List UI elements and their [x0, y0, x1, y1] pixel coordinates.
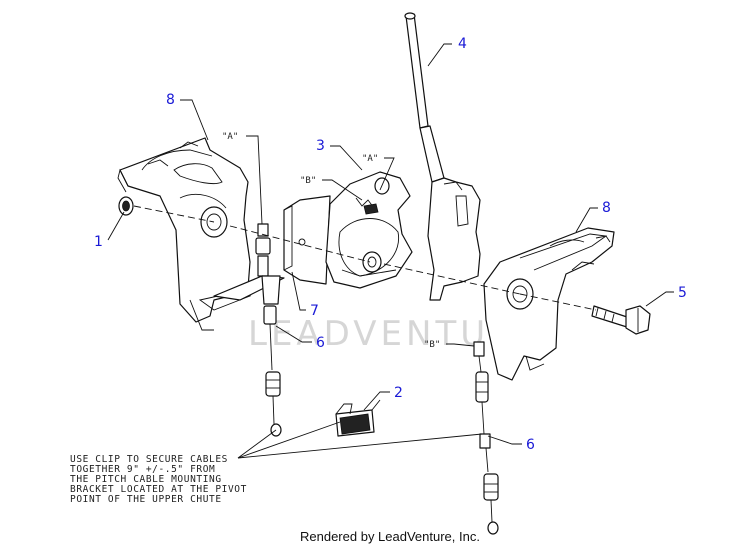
bolt-part-5 — [591, 305, 651, 335]
note-line-2: TOGETHER 9" +/-.5" FROM — [70, 464, 215, 475]
plate-part-7 — [283, 195, 331, 285]
bracket-left — [117, 137, 252, 331]
bracket-right — [483, 227, 615, 381]
callout-8-right: 8 — [602, 200, 611, 216]
callout-2: 2 — [394, 385, 403, 401]
note-line-3: THE PITCH CABLE MOUNTING — [70, 474, 222, 485]
cable-right — [473, 341, 499, 535]
ref-b-right: "B" — [424, 340, 440, 350]
callout-6-left: 6 — [316, 335, 325, 351]
clip-part-2 — [335, 399, 381, 437]
callout-4: 4 — [458, 36, 467, 52]
ref-a-left: "A" — [222, 132, 238, 142]
note-line-5: POINT OF THE UPPER CHUTE — [70, 494, 222, 505]
assembly-note: USE CLIP TO SECURE CABLES TOGETHER 9" +/… — [70, 454, 247, 505]
callout-7: 7 — [310, 303, 319, 319]
ref-a-mid: "A" — [362, 154, 378, 164]
callout-8-left: 8 — [166, 92, 175, 108]
plug-part-1 — [118, 196, 134, 216]
center-lines — [133, 205, 597, 311]
callout-1: 1 — [94, 234, 103, 250]
callout-6-right: 6 — [526, 437, 535, 453]
leader-lines — [107, 43, 674, 459]
footer-credit: Rendered by LeadVenture, Inc. — [300, 529, 480, 544]
cable-left — [213, 223, 285, 437]
callout-3: 3 — [316, 138, 325, 154]
ref-b-mid: "B" — [300, 176, 316, 186]
shifter-part-4 — [404, 12, 481, 301]
bracket-part-3 — [325, 171, 413, 289]
note-line-1: USE CLIP TO SECURE CABLES — [70, 454, 228, 465]
callout-5: 5 — [678, 285, 687, 301]
note-line-4: BRACKET LOCATED AT THE PIVOT — [70, 484, 247, 495]
